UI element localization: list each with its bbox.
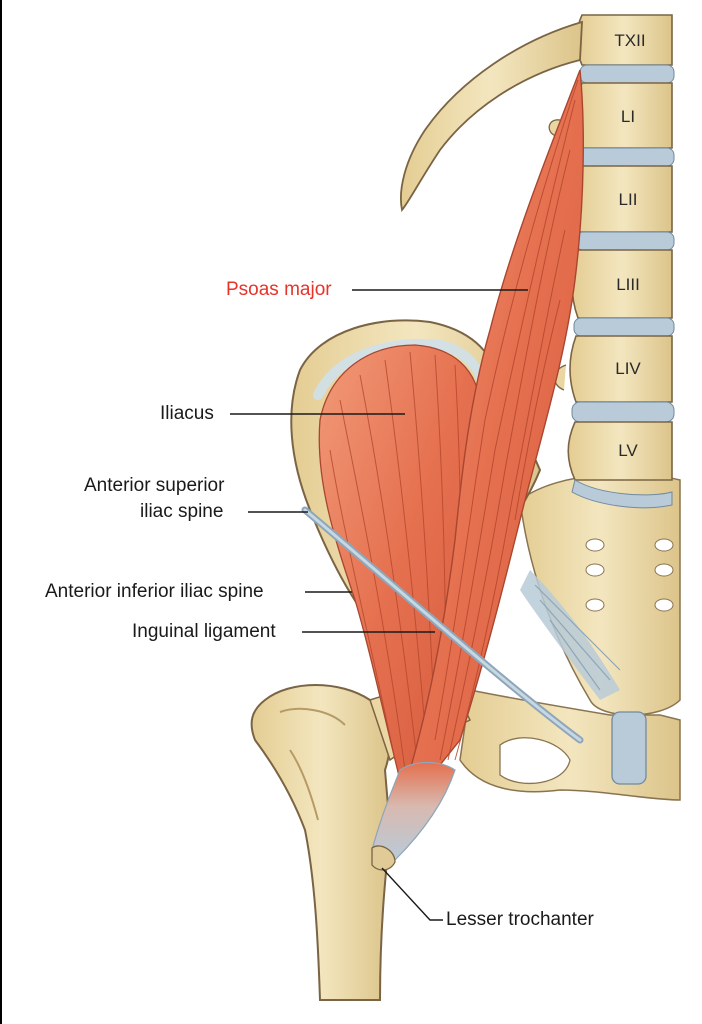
vertebra-l5 — [567, 421, 673, 481]
iliopsoas-tendon — [371, 761, 456, 861]
lesser-trochanter — [371, 845, 396, 871]
vertebra-label-t12: TXII — [614, 31, 645, 50]
label-asis-line1: Anterior superior — [84, 475, 225, 496]
leader-lesser-trochanter — [381, 867, 443, 921]
label-iliacus: Iliacus — [160, 403, 214, 424]
label-asis-line2: iliac spine — [140, 501, 224, 522]
vertebra-label-l3: LIII — [616, 275, 640, 294]
vertebra-label-l4: LIV — [615, 359, 641, 378]
label-inguinal-ligament: Inguinal ligament — [132, 621, 276, 642]
pubic-symphysis — [611, 711, 647, 785]
lumbar-spine: TXII LI LII LIII LIV LV — [548, 14, 675, 509]
vertebra-label-l1: LI — [621, 107, 635, 126]
label-aiis: Anterior inferior iliac spine — [45, 581, 264, 602]
vertebra-label-l5: LV — [618, 441, 638, 460]
sacral-foramina — [585, 538, 674, 612]
vertebra-label-l2: LII — [619, 190, 638, 209]
obturator-foramen — [499, 737, 571, 785]
label-lesser-trochanter: Lesser trochanter — [446, 909, 594, 930]
leader-lines — [230, 289, 528, 921]
frame-edge — [0, 0, 2, 1024]
twelfth-rib — [400, 20, 583, 213]
label-psoas-major: Psoas major — [226, 279, 332, 300]
psoas-fibers — [434, 79, 579, 761]
femur — [250, 684, 392, 1001]
